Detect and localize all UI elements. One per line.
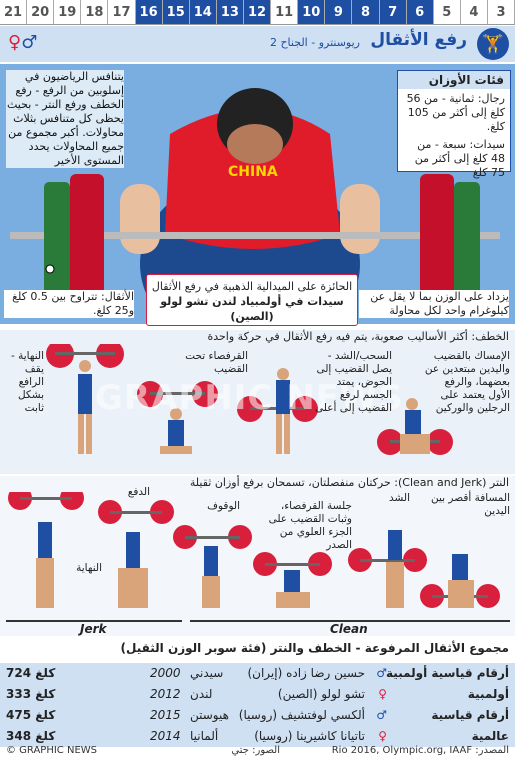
record-row: 475 كلغ 2015 هيوستن ألكسي لوفتشيف (روسيا) أر… xyxy=(0,705,515,728)
day-4: 4 xyxy=(461,0,488,24)
day-9: 9 xyxy=(325,0,353,24)
day-19: 19 xyxy=(54,0,82,24)
jerk-phase-bar xyxy=(6,620,182,622)
watermark: GRAPHIC NEWS xyxy=(95,378,404,418)
snatch-figures xyxy=(46,344,453,455)
snatch-figure-3 xyxy=(237,368,318,454)
footer-photos: الصور: جتي xyxy=(231,745,280,756)
record-row: 348 كلغ 2014 ألمانيا تاتيانا كاشيرينا (روسي… xyxy=(0,726,515,749)
clean-jerk-figures xyxy=(8,492,500,608)
cj-figure-5 xyxy=(348,530,427,608)
footer-credit: © GRAPHIC NEWS xyxy=(6,745,98,756)
record-row: 724 كلغ 2000 سيدني حسين رضا زاده (إيران) أرق… xyxy=(0,663,515,686)
cj-label-2: الدفع xyxy=(127,486,150,498)
weight-women: سيدات: سبعة - من 48 كلغ إلى أكثر من 75 ك… xyxy=(414,138,505,179)
record-year: 2014 xyxy=(150,729,181,743)
cj-figure-1 xyxy=(8,492,84,608)
record-year: 2012 xyxy=(150,687,181,701)
day-21: 21 xyxy=(0,0,28,24)
increment-note: يزداد على الوزن بما لا يقل عن كيلوغرام و… xyxy=(359,290,509,318)
record-type: أرقام قياسية xyxy=(431,708,509,722)
gender-icons: ♀♂ xyxy=(8,32,37,53)
male-icon: ♂ xyxy=(21,32,38,53)
day-12: 12 xyxy=(243,0,272,24)
record-type: أرقام قياسية أولمبية xyxy=(386,666,509,680)
cj-label-5: الشد xyxy=(389,492,410,504)
record-name: ألكسي لوفتشيف (روسيا) xyxy=(238,708,365,722)
cj-figure-2 xyxy=(98,500,174,608)
female-icon: ♀ xyxy=(378,729,387,743)
record-name: تشو لولو (الصين) xyxy=(277,687,365,701)
day-7: 7 xyxy=(379,0,407,24)
clean-label: Clean xyxy=(330,622,368,636)
day-5: 5 xyxy=(434,0,461,24)
cj-figure-3 xyxy=(173,525,252,608)
record-year: 2000 xyxy=(150,666,181,680)
day-13: 13 xyxy=(216,0,244,24)
caption-line-2: سيدات في أولمبياد لندن تشو لولو (الصين) xyxy=(160,295,344,323)
snatch-label-1: النهاية - يقف الرافع بشكل ثابت xyxy=(10,350,44,414)
day-14: 14 xyxy=(189,0,217,24)
weight-categories-box: فئات الأوزان رجال: ثمانية - من 56 كلغ إل… xyxy=(397,70,511,179)
female-icon: ♀ xyxy=(378,687,387,701)
weight-categories-title: فئات الأوزان xyxy=(398,71,510,89)
jerk-label: Jerk xyxy=(80,622,107,636)
caption-line-1: الحائزة على الميدالية الذهبية في رفع الأ… xyxy=(151,280,353,293)
record-place: لندن xyxy=(190,687,213,701)
header-title: رفع الأثقال xyxy=(370,30,467,50)
day-11: 11 xyxy=(271,0,299,24)
header: ♀♂ ريوسنترو - الجناح 2 رفع الأثقال 🏋 xyxy=(0,26,515,62)
cj-label-6: المسافة أقصر بين اليدين xyxy=(431,492,510,517)
record-type: عالمية xyxy=(471,729,509,743)
intro-text: يتنافس الرياضيون في إسلوبين من الرفع - ر… xyxy=(6,70,124,168)
record-place: ألمانيا xyxy=(190,729,219,743)
day-3: 3 xyxy=(488,0,515,24)
clean-phase-bar xyxy=(190,620,510,622)
record-kg: 333 كلغ xyxy=(6,687,56,701)
snatch-heading: الخطف: أكثر الأساليب صعوبة، يتم فيه رفع … xyxy=(207,330,509,343)
cj-figure-6 xyxy=(420,554,500,608)
male-icon: ♂ xyxy=(376,708,387,722)
female-icon: ♀ xyxy=(8,32,22,53)
clean-jerk-heading: النتر (Clean and Jerk): حركتان منفصلتان،… xyxy=(189,476,509,489)
cj-label-4: جلسة القرفصاء، وثبات القضيب على الجزء ال… xyxy=(268,500,352,551)
record-place: سيدني xyxy=(190,666,224,680)
snatch-label-3: السحب/الشد - يصل القضيب إلى الحوض، يمتد … xyxy=(315,350,392,414)
cj-label-3: الوقوف xyxy=(207,500,240,512)
record-year: 2015 xyxy=(150,708,181,722)
plates-note: الأثقال: تتراوح بين 0.5 كلغ و25 كلغ. xyxy=(4,290,134,318)
record-row: 333 كلغ 2012 لندن تشو لولو (الصين) أولمبية ♀ xyxy=(0,684,515,707)
snatch-figure-1 xyxy=(46,344,124,454)
footer-source: المصدر: Rio 2016, Olympic.org, IAAF xyxy=(331,745,509,756)
record-type: أولمبية xyxy=(467,687,509,701)
day-20: 20 xyxy=(27,0,55,24)
day-8: 8 xyxy=(352,0,380,24)
day-6: 6 xyxy=(406,0,434,24)
weightlifting-icon: 🏋 xyxy=(477,28,509,60)
photo-caption: الحائزة على الميدالية الذهبية في رفع الأ… xyxy=(146,274,358,326)
snatch-label-2: القرفصاء تحت القضيب xyxy=(185,350,248,375)
record-name: حسين رضا زاده (إيران) xyxy=(247,666,365,680)
record-kg: 475 كلغ xyxy=(6,708,56,722)
record-kg: 348 كلغ xyxy=(6,729,56,743)
day-18: 18 xyxy=(81,0,109,24)
record-kg: 724 كلغ xyxy=(6,666,56,680)
cj-label-1: النهاية xyxy=(76,562,102,574)
male-icon: ♂ xyxy=(376,666,387,680)
records-title: مجموع الأثقال المرفوعة - الخطف والنتر (ف… xyxy=(120,641,509,655)
snatch-figure-4 xyxy=(377,398,453,455)
record-name: تاتيانا كاشيرينا (روسيا) xyxy=(254,729,365,743)
cj-figure-4 xyxy=(253,552,332,608)
weight-men: رجال: ثمانية - من 56 كلغ إلى أكثر من 105… xyxy=(406,92,505,133)
snatch-label-4: الإمساك بالقضيب واليدين مبتعدين عن بعضهم… xyxy=(424,350,510,414)
day-15: 15 xyxy=(162,0,190,24)
record-place: هيوستن xyxy=(190,708,229,722)
day-17: 17 xyxy=(108,0,136,24)
header-subtitle: ريوسنترو - الجناح 2 xyxy=(269,36,360,49)
day-10: 10 xyxy=(298,0,326,24)
day-16: 16 xyxy=(135,0,163,24)
snatch-figure-2 xyxy=(137,381,218,454)
shirt-text: CHINA xyxy=(228,164,278,180)
